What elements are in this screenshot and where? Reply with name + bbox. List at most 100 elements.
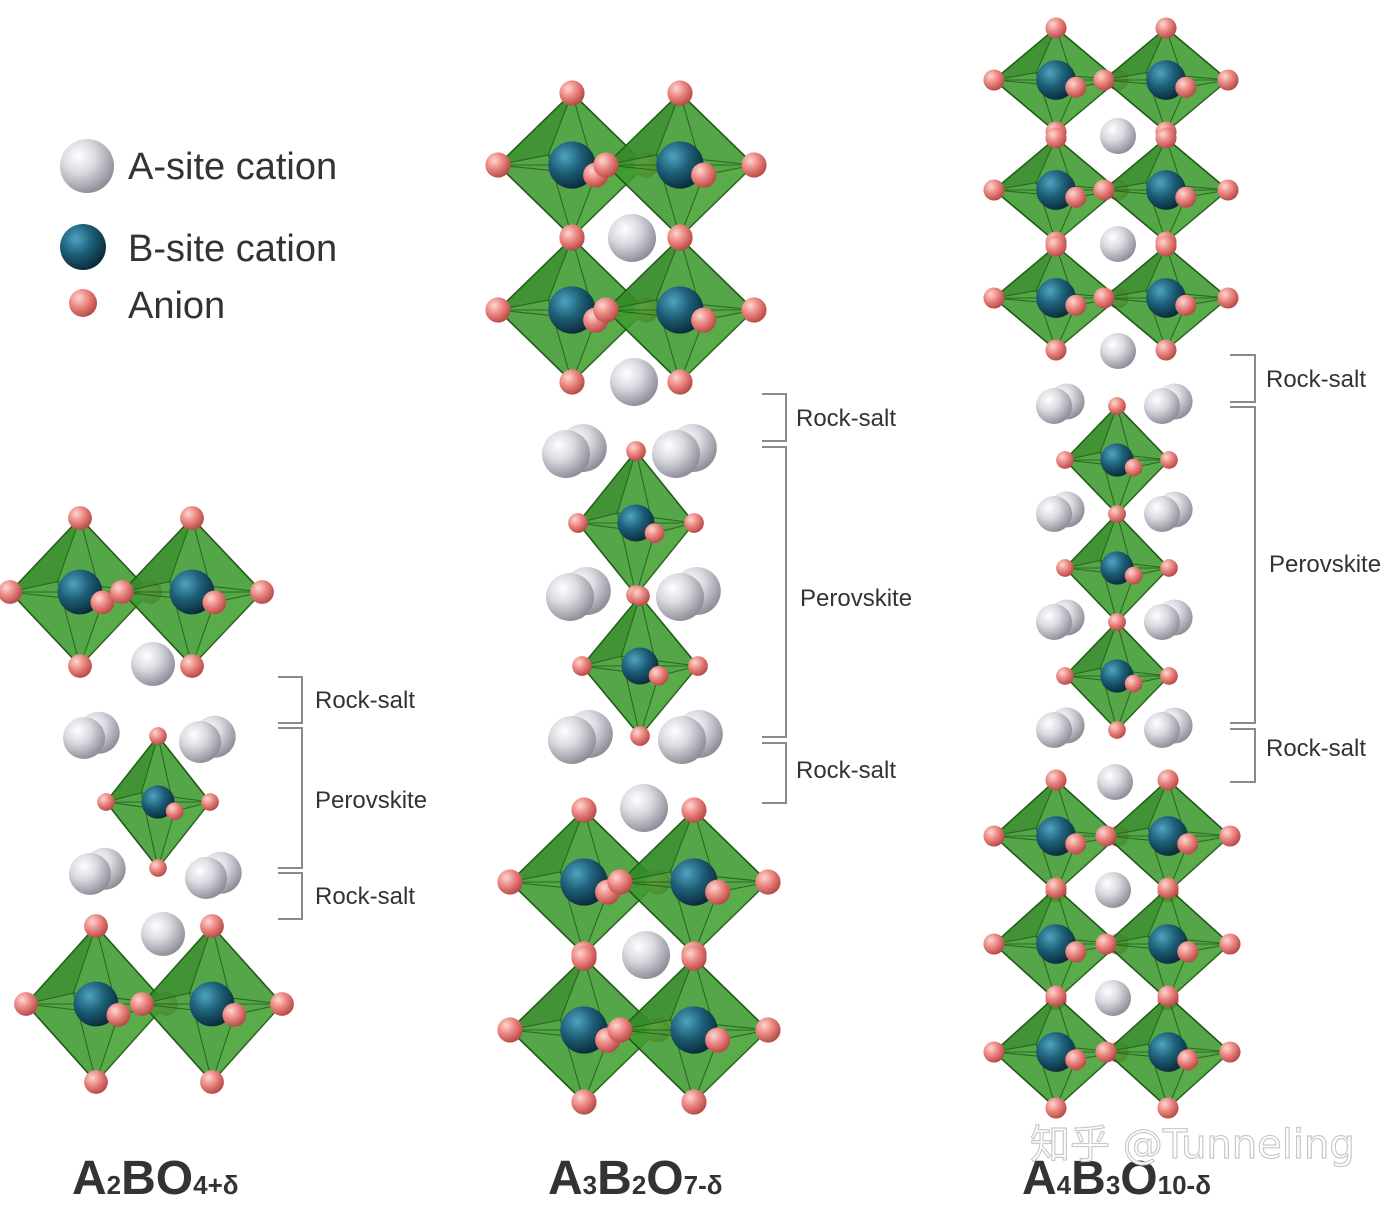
octahedron-shade — [620, 810, 694, 882]
octahedron-shade — [606, 238, 680, 310]
region-label-s3-rocksalt-bottom: Rock-salt — [1266, 735, 1366, 762]
apical-anion — [180, 506, 204, 530]
octahedron-shade — [106, 736, 158, 802]
octahedron — [1095, 769, 1241, 903]
equatorial-anion — [110, 580, 134, 604]
octahedron-highlight — [1166, 80, 1228, 132]
a-site-atom — [63, 717, 105, 759]
apical-anion — [1045, 339, 1067, 361]
apical-anion — [630, 726, 650, 746]
a-site-atom — [131, 642, 175, 686]
equatorial-anion — [1160, 667, 1178, 685]
equatorial-anion — [1217, 69, 1239, 91]
a-site-atom — [179, 721, 221, 763]
octahedron — [593, 80, 767, 250]
watermark: 知乎 @Tunneling — [1030, 1122, 1355, 1168]
a-site-atom — [141, 912, 185, 956]
apical-anion — [667, 225, 693, 251]
apical-anion — [1108, 505, 1126, 523]
octahedron — [1095, 877, 1241, 1011]
equatorial-anion — [983, 179, 1005, 201]
a-site-atom — [1036, 388, 1072, 424]
front-anion — [644, 523, 665, 543]
region-label-s1-rocksalt-top: Rock-salt — [315, 687, 415, 714]
a-site-atom — [546, 573, 594, 621]
octahedron-shade — [994, 138, 1056, 190]
octahedron-highlight — [192, 592, 262, 666]
equatorial-anion — [568, 513, 588, 533]
front-anion — [202, 590, 227, 615]
equatorial-anion — [983, 287, 1005, 309]
octahedron — [568, 441, 704, 605]
a-site-atom — [608, 214, 656, 262]
a-site-atom — [1036, 496, 1072, 532]
a-site-atom — [1100, 333, 1136, 369]
apical-anion — [626, 441, 646, 461]
octahedron-shade — [1106, 780, 1168, 836]
octahedron-edge — [157, 811, 176, 869]
equatorial-anion — [1056, 559, 1074, 577]
apical-anion — [1108, 721, 1126, 739]
apical-anion — [571, 797, 597, 823]
equatorial-anion — [1093, 179, 1115, 201]
apical-anion — [68, 654, 92, 678]
octahedron — [130, 914, 294, 1094]
equatorial-anion — [130, 992, 154, 1016]
equatorial-anion — [1093, 69, 1115, 91]
equatorial-anion — [1217, 287, 1239, 309]
octahedron-shade — [994, 996, 1056, 1052]
octahedron-highlight — [96, 1004, 166, 1082]
octahedron-shade — [510, 958, 584, 1030]
octahedron-shade — [620, 958, 694, 1030]
a-site-atom — [1036, 712, 1072, 748]
octahedron-highlight — [1117, 460, 1169, 514]
equatorial-anion — [983, 825, 1005, 847]
front-anion — [1065, 76, 1087, 98]
a-site-atom — [548, 716, 596, 764]
a-site-atom — [610, 358, 658, 406]
equatorial-anion — [97, 793, 115, 811]
octahedron — [983, 985, 1129, 1119]
front-anion — [1065, 833, 1087, 855]
front-anion — [1124, 674, 1143, 693]
octahedron-shade — [1106, 888, 1168, 944]
octahedron — [485, 225, 659, 395]
apical-anion — [1155, 235, 1177, 257]
equatorial-anion — [1095, 1041, 1117, 1063]
octahedron-shade — [1104, 28, 1166, 80]
legend-label-a-site: A-site cation — [128, 146, 337, 188]
front-anion — [1065, 186, 1087, 208]
a-site-atom — [1095, 980, 1131, 1016]
equatorial-anion — [497, 1017, 523, 1043]
octahedron — [1095, 985, 1241, 1119]
equatorial-anion — [1217, 179, 1239, 201]
octahedron-shade — [1104, 138, 1166, 190]
octahedron-highlight — [694, 1030, 768, 1102]
octahedron — [593, 225, 767, 395]
octahedron-highlight — [1168, 1052, 1230, 1108]
a-site-atom — [1144, 604, 1180, 640]
bracket-s3-rocksalt-bottom — [1230, 728, 1256, 783]
front-anion — [1065, 1049, 1087, 1071]
a-site-atom — [622, 931, 670, 979]
octahedron-shade — [582, 596, 640, 666]
equatorial-anion — [1219, 825, 1241, 847]
a-site-atom — [1144, 388, 1180, 424]
a-site-atom — [656, 573, 704, 621]
equatorial-anion — [1219, 1041, 1241, 1063]
equatorial-anion — [485, 297, 511, 323]
octahedron-shade — [606, 93, 680, 165]
front-anion — [705, 1027, 731, 1053]
a-site-atom — [1097, 764, 1133, 800]
octahedron-shade — [994, 888, 1056, 944]
a-site-atom — [1144, 496, 1180, 532]
octahedron-shade — [994, 246, 1056, 298]
a-site-atom — [1036, 604, 1072, 640]
apical-anion — [1157, 985, 1179, 1007]
apical-anion — [1157, 769, 1179, 791]
equatorial-anion — [688, 656, 708, 676]
equatorial-anion — [14, 992, 38, 1016]
equatorial-anion — [250, 580, 274, 604]
equatorial-anion — [0, 580, 22, 604]
equatorial-anion — [983, 1041, 1005, 1063]
